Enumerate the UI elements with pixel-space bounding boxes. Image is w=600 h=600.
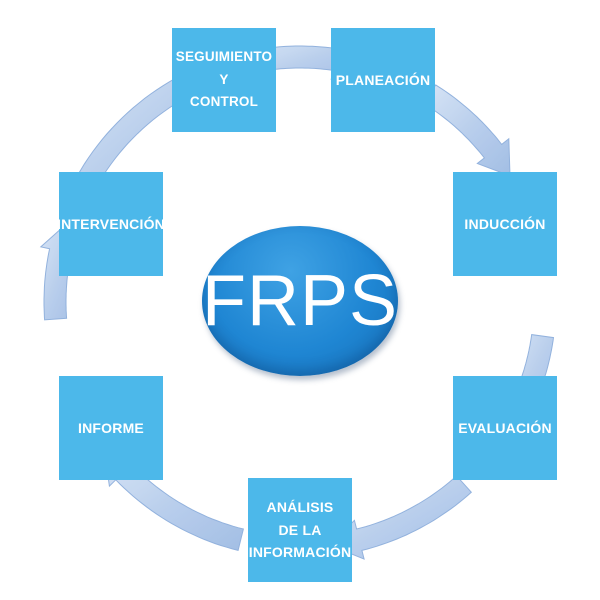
arrow-planeacion-to-induccion [423,84,511,177]
step-informe: INFORME [59,376,163,480]
step-seguimiento-y-control: SEGUIMIENTO Y CONTROL [172,28,276,132]
step-evaluacion: EVALUACIÓN [453,376,557,480]
step-planeacion: PLANEACIÓN [331,28,435,132]
center-ellipse-frps: FRPS [202,226,398,376]
step-induccion: INDUCCIÓN [453,172,557,276]
step-intervencion: INTERVENCIÓN [57,172,165,276]
step-analisis-de-la-informacion: ANÁLISIS DE LA INFORMACIÓN [248,478,352,582]
